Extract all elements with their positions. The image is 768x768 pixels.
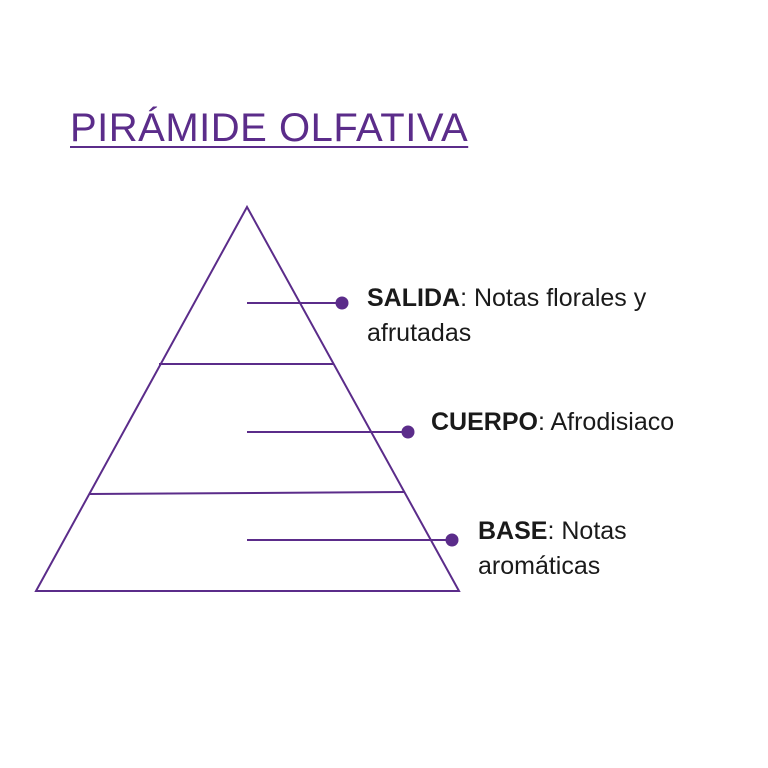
- note-base-text: Notas aromáticas: [478, 517, 627, 580]
- note-salida-label: SALIDA: [367, 284, 461, 312]
- note-cuerpo-text: Afrodisiaco: [544, 408, 675, 436]
- salida-dot: [335, 296, 349, 310]
- base-dot: [445, 533, 459, 547]
- note-cuerpo: CUERPO: Afrodisiaco: [431, 405, 751, 440]
- page-title: PIRÁMIDE OLFATIVA: [70, 106, 469, 150]
- pyramid-divider-bottom: [88, 491, 406, 495]
- note-salida-separator: :: [460, 284, 468, 312]
- cuerpo-dot: [401, 425, 415, 439]
- note-base: BASE: Notas aromáticas: [478, 514, 678, 584]
- note-base-label: BASE: [478, 517, 548, 545]
- pyramid-outline: [34, 204, 461, 592]
- note-base-separator: :: [547, 517, 555, 545]
- note-salida-text: Notas florales y afrutadas: [367, 284, 647, 347]
- note-cuerpo-label: CUERPO: [431, 408, 538, 436]
- note-cuerpo-separator: :: [537, 408, 545, 436]
- note-salida: SALIDA: Notas florales y afrutadas: [367, 281, 687, 351]
